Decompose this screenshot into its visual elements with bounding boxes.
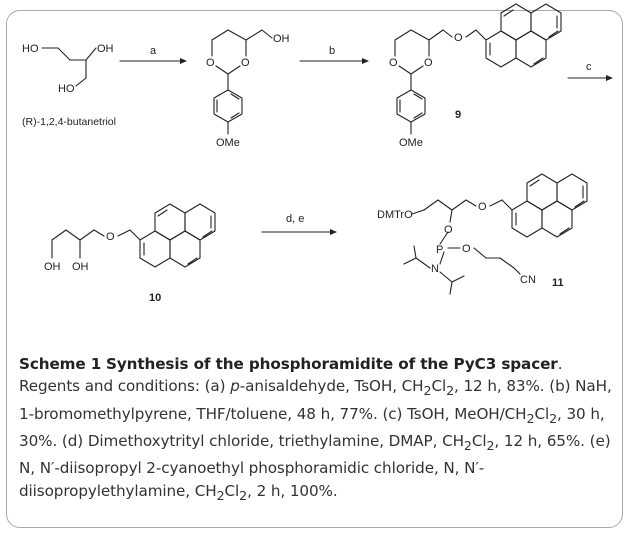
caption-scheme-id: Scheme 1	[19, 355, 102, 373]
caption-e-sub1: 2	[216, 487, 225, 503]
arrow-b	[299, 58, 369, 64]
acetal-ome: OMe	[216, 137, 240, 149]
compound-11-structure	[403, 173, 588, 295]
butanetriol-structure	[41, 47, 97, 87]
caption-a-mid: Cl	[431, 377, 447, 396]
cmpd9-o-1: O	[389, 57, 398, 69]
caption-title: Synthesis of the phosphoramidite of the …	[105, 355, 558, 373]
caption-e-mid: Cl	[224, 481, 240, 500]
start-ho-1: HO	[22, 43, 39, 55]
cmpd9-o-2: O	[424, 57, 433, 69]
figure-frame	[6, 10, 623, 528]
step-b-label: b	[329, 45, 335, 57]
cmpd10-oh-1: OH	[44, 261, 61, 273]
cmpd10-oh-2: OH	[72, 261, 89, 273]
caption-d-sub1: 2	[463, 437, 472, 453]
arrow-c	[567, 75, 613, 81]
start-oh: OH	[97, 43, 114, 55]
cmpd11-p: P	[436, 244, 443, 256]
arrow-a	[119, 58, 187, 64]
cmpd10-o-ether: O	[106, 231, 115, 243]
compound-10-number: 10	[149, 292, 161, 304]
caption-e-end: , 2 h, 100%.	[247, 481, 338, 500]
step-c-label: c	[586, 61, 592, 73]
caption-c-end: , 30 h, 30%.	[19, 404, 605, 450]
reaction-scheme: HO OH HO (R)-1,2,4-butanetriol a b c d, …	[22, 3, 613, 304]
cmpd11-dmtro: DMTrO	[377, 209, 413, 221]
caption-a-italic: p	[230, 377, 240, 396]
acetal-structure	[211, 29, 273, 135]
start-material-label: (R)-1,2,4-butanetriol	[22, 116, 116, 128]
step-de-label: d, e	[286, 213, 304, 225]
scheme-caption: Scheme 1 Synthesis of the phosphoramidit…	[19, 353, 617, 507]
caption-a-sub2: 2	[446, 383, 455, 399]
compound-9-number: 9	[455, 109, 461, 121]
cmpd11-n: N	[431, 263, 439, 275]
cmpd11-o-phos: O	[444, 224, 453, 236]
acetal-o-1: O	[206, 57, 215, 69]
step-a-label: a	[150, 45, 157, 57]
compound-11-number: 11	[552, 277, 564, 289]
caption-b: (b) NaH, 1-bromomethylpyrene, THF/toluen…	[19, 377, 612, 423]
caption-a-pre: (a)	[204, 377, 231, 396]
caption-c-pre: (c) TsOH, MeOH/CH	[377, 404, 527, 423]
cmpd11-o-ether: O	[478, 201, 487, 213]
start-ho-2: HO	[58, 83, 75, 95]
caption-d-pre: (d) Dimethoxytrityl chloride, triethylam…	[57, 431, 464, 450]
caption-c-sub2: 2	[549, 410, 558, 426]
arrow-de	[261, 229, 337, 235]
caption-d-mid: Cl	[471, 431, 487, 450]
cmpd11-cn: CN	[520, 274, 536, 286]
cmpd9-o-ether: O	[454, 32, 463, 44]
acetal-oh: OH	[273, 33, 290, 45]
caption-d-end: , 12 h, 65%.	[494, 431, 585, 450]
cmpd9-ome: OMe	[399, 137, 423, 149]
caption-c-mid: Cl	[534, 404, 550, 423]
caption-c-sub1: 2	[526, 410, 535, 426]
caption-e-sub2: 2	[239, 487, 248, 503]
acetal-o-2: O	[241, 57, 250, 69]
caption-a-post: -anisaldehyde, TsOH, CH	[239, 377, 424, 396]
compound-10-structure	[51, 203, 216, 268]
cmpd11-o-cyano: O	[462, 243, 471, 255]
caption-a-sub1: 2	[423, 383, 432, 399]
caption-d-sub2: 2	[486, 437, 495, 453]
caption-intro: . Regents and conditions:	[19, 355, 563, 396]
caption-e: (e) N, N′-diisopropyl 2-cyanoethyl phosp…	[19, 431, 611, 500]
caption-a-end: , 12 h, 83%.	[454, 377, 545, 396]
compound-9-structure	[394, 3, 562, 135]
